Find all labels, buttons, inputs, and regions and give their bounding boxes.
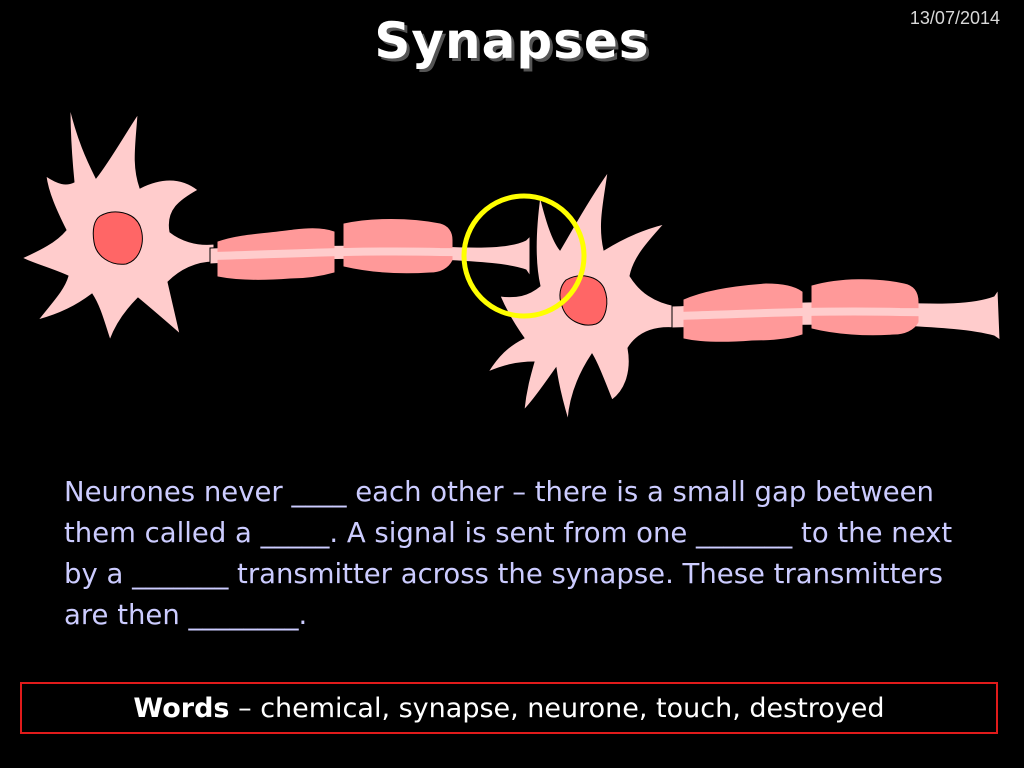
neurone-right-nucleus [559,275,608,326]
synapse-highlight-circle [461,193,587,319]
neurone-synapse-diagram [20,107,1001,421]
neurone-right [486,171,1001,421]
neurone-right-axon-core [677,307,995,320]
neurone-left-nucleus [92,211,143,265]
neurone-left-axon-core [213,247,523,260]
fill-in-the-blanks-text: Neurones never ____ each other – there i… [64,476,953,631]
word-bank-separator: – [229,693,261,724]
word-bank-list: chemical, synapse, neurone, touch, destr… [260,693,885,724]
slide-date: 13/07/2014 [909,8,1000,28]
neurone-left [20,107,531,342]
neurone-left-myelin-2 [343,219,453,274]
neurone-right-myelin-2 [811,279,919,336]
slide-title: Synapses [374,12,650,70]
word-bank-label: Words [133,693,230,724]
word-bank-box: Words – chemical, synapse, neurone, touc… [20,682,998,734]
